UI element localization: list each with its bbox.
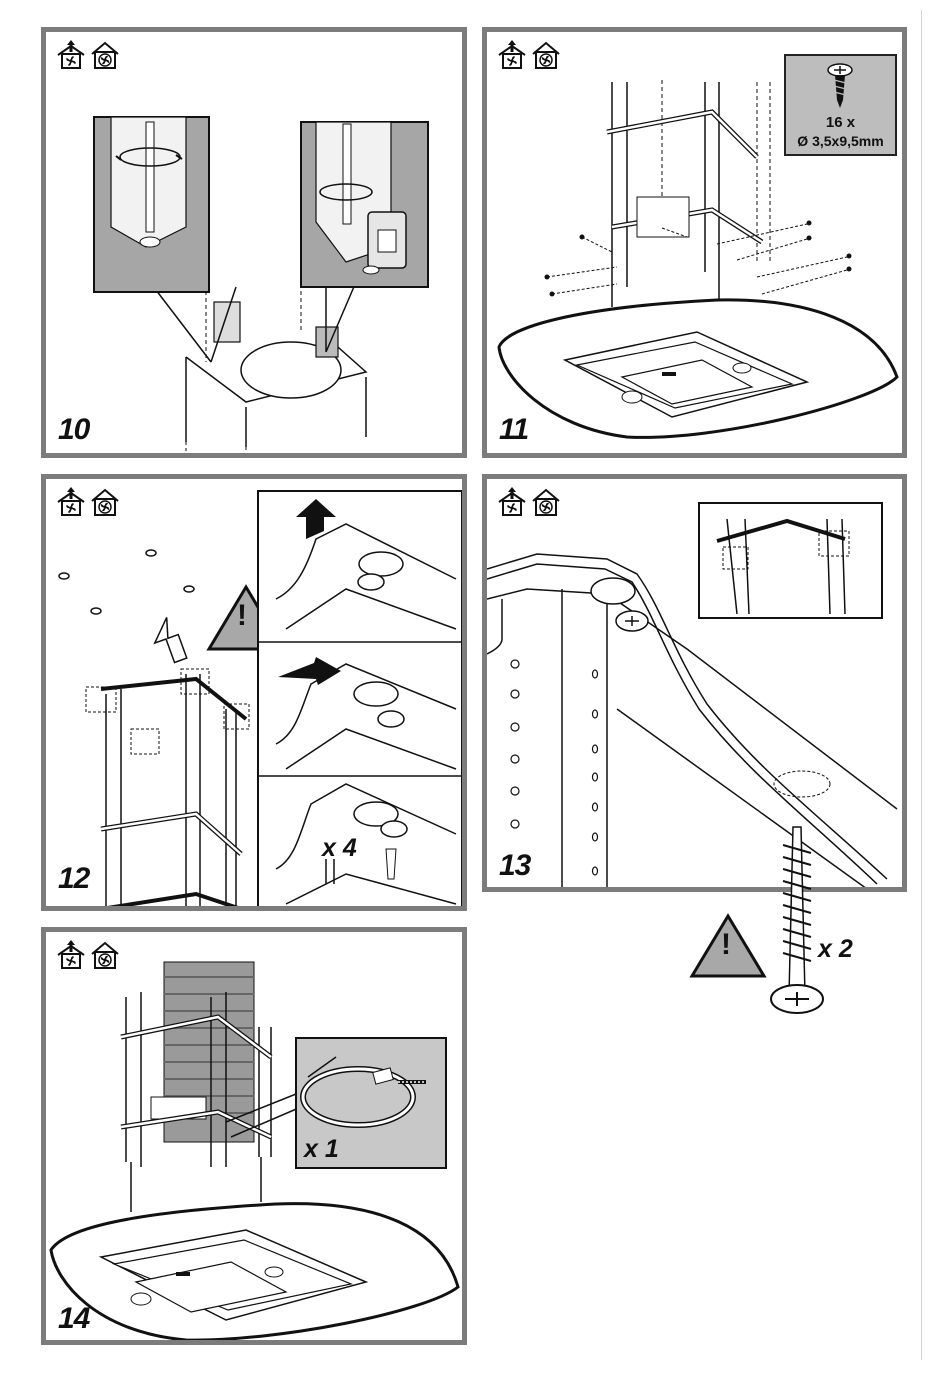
screw-icon	[786, 56, 895, 112]
step-number: 10	[58, 415, 89, 445]
step-13-illustration	[487, 479, 907, 892]
step-number: 14	[58, 1304, 89, 1334]
screw-size: Ø 3,5x9,5mm	[786, 133, 895, 149]
wood-screw-icon	[765, 825, 825, 1020]
step-14-illustration	[46, 932, 467, 1345]
warning-symbol-2: !	[721, 928, 731, 962]
screw-multiplier: x 2	[818, 935, 853, 964]
step-10-illustration	[46, 32, 467, 458]
step-number: 11	[499, 415, 528, 445]
step-number: 13	[499, 851, 530, 881]
page-edge-line	[921, 10, 922, 1360]
detail-right	[301, 122, 428, 287]
screw-quantity: 16 x	[786, 114, 895, 131]
panel-step-12: ! x 4 12	[41, 474, 467, 911]
warning-symbol: !	[237, 599, 247, 633]
detail-left	[94, 117, 209, 292]
clamp-multiplier: x 1	[304, 1135, 339, 1164]
panel-step-11: 16 x Ø 3,5x9,5mm 11	[482, 27, 907, 458]
inset-frame-detail	[699, 503, 882, 618]
step-12-illustration	[46, 479, 467, 911]
panel-step-10: 10	[41, 27, 467, 458]
screw-spec-box: 16 x Ø 3,5x9,5mm	[784, 54, 897, 156]
panel-step-13: 13	[482, 474, 907, 892]
panel-step-14: x 1 14	[41, 927, 467, 1345]
detail-sequence	[258, 491, 462, 911]
step-number: 12	[58, 864, 89, 894]
loose-screws	[59, 550, 194, 614]
multiplier-label: x 4	[322, 834, 357, 863]
